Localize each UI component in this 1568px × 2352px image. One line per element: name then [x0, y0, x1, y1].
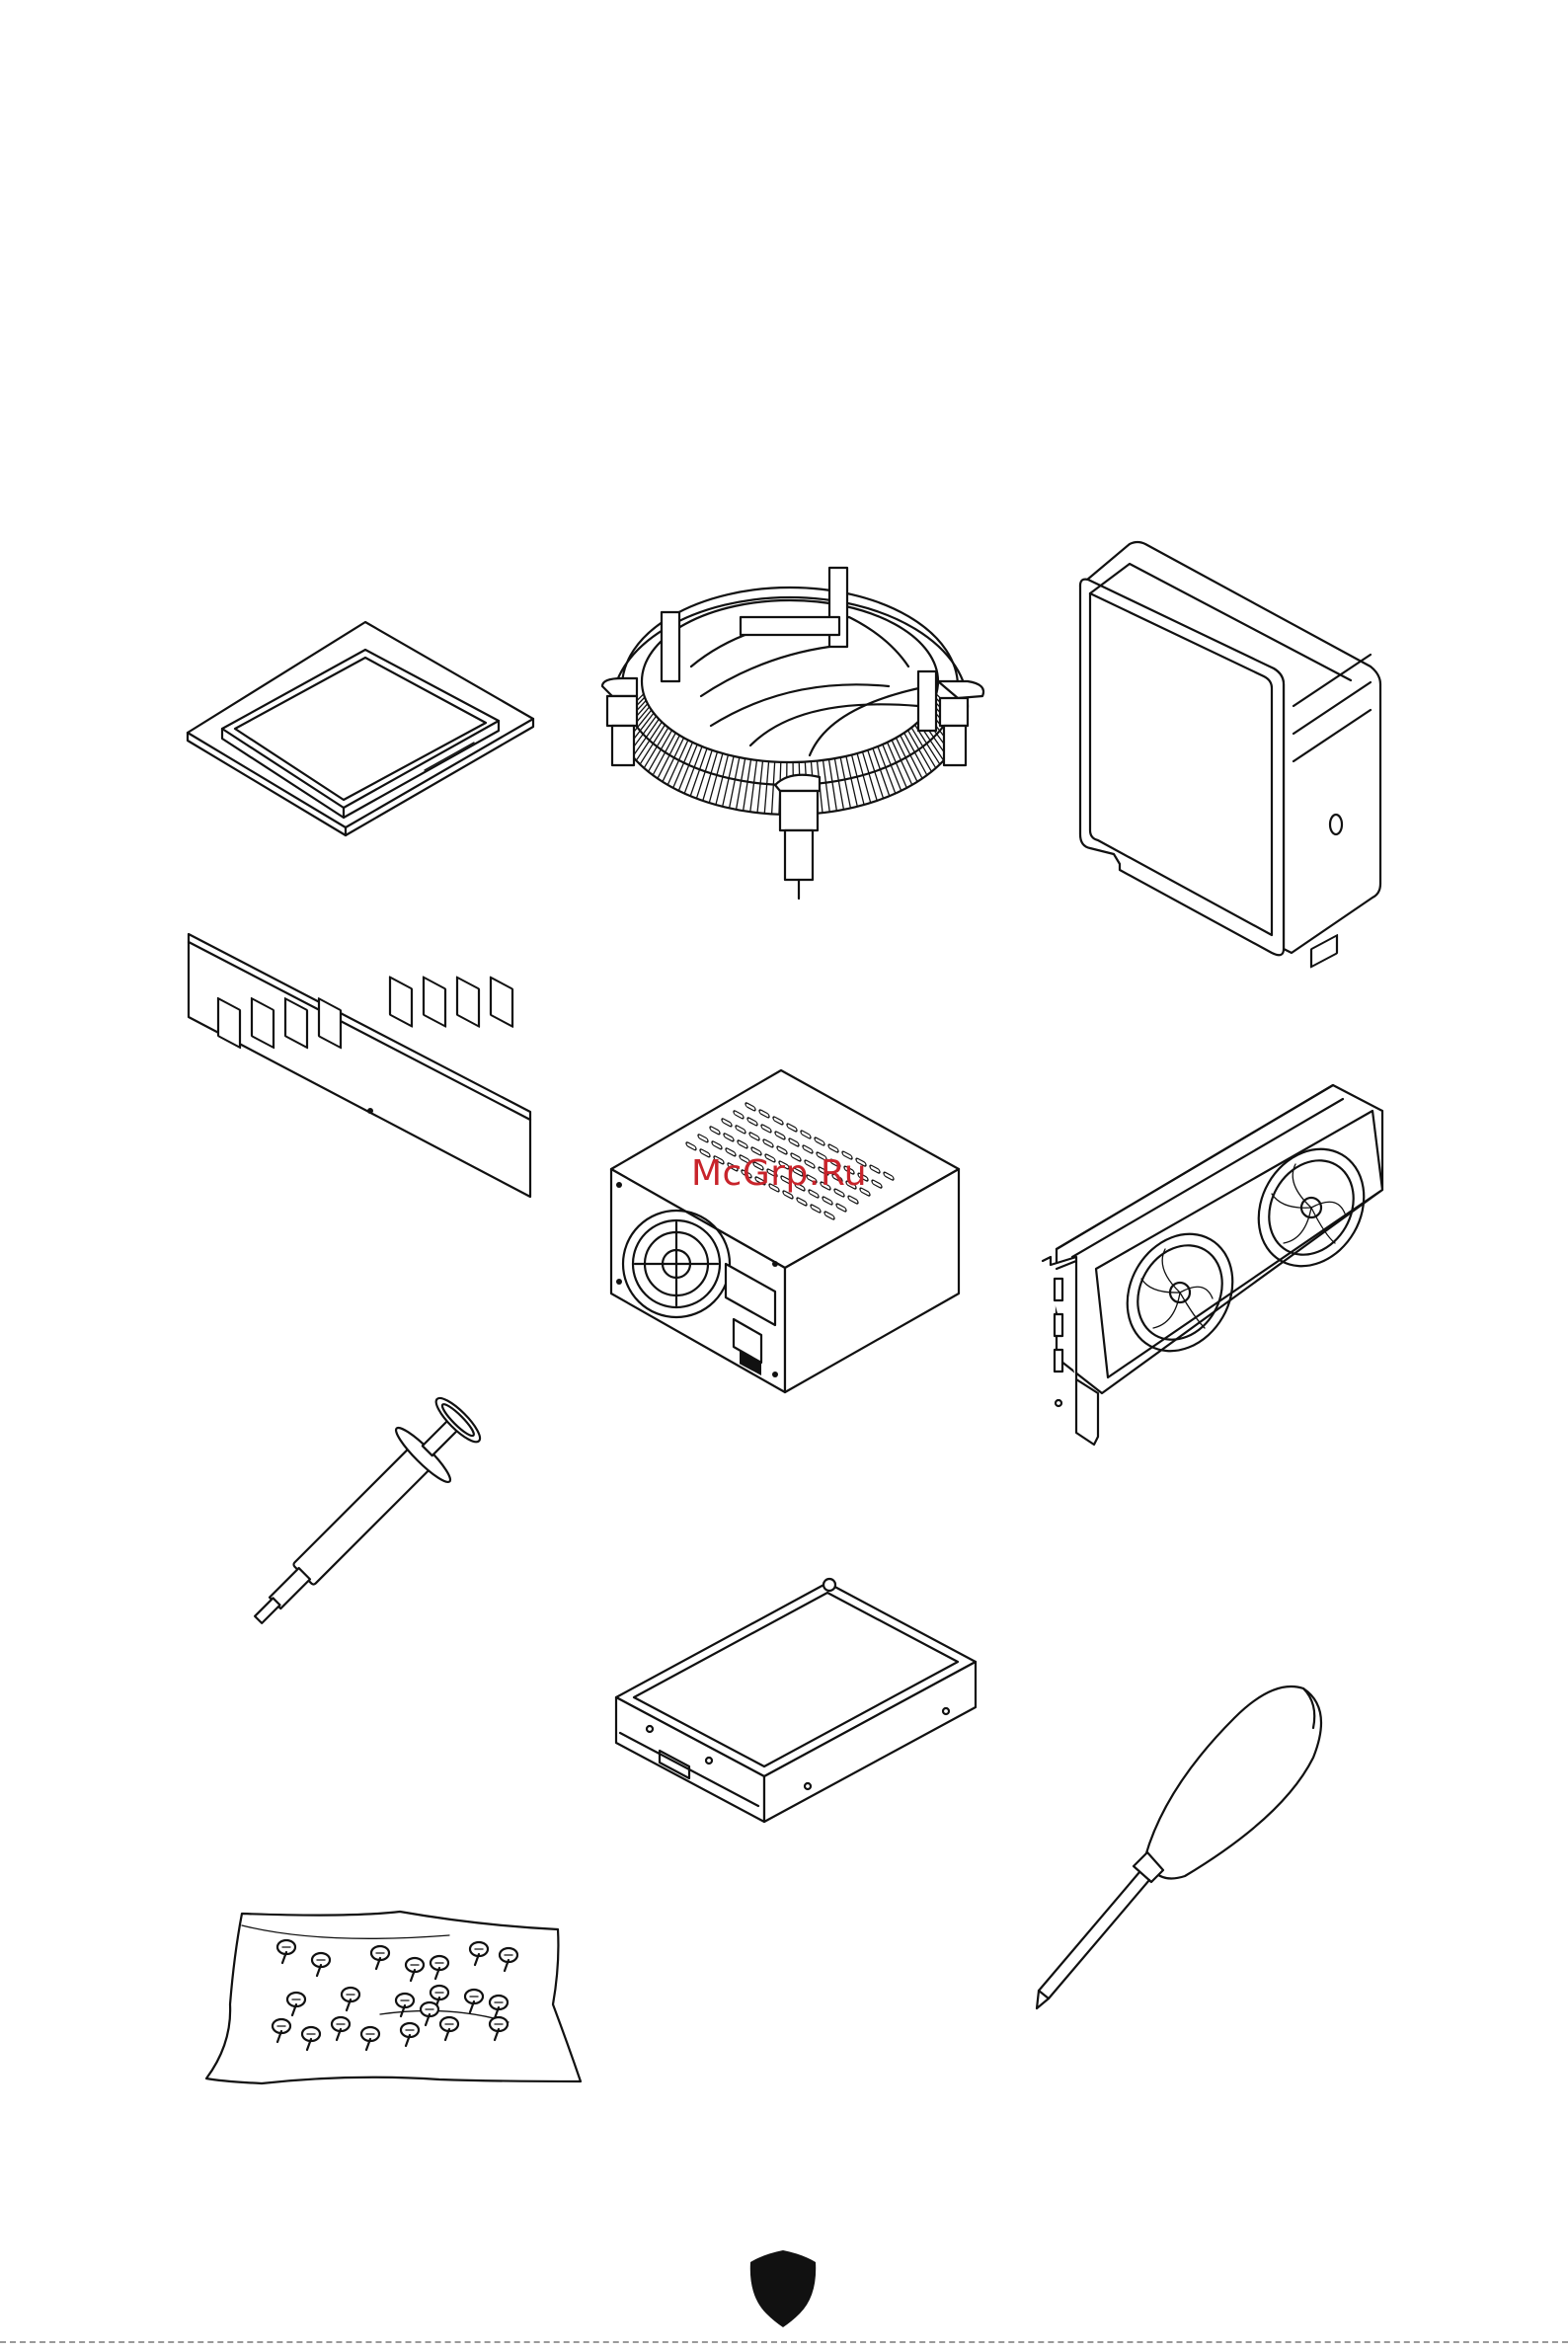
cpu-icon	[178, 612, 543, 839]
dram-icon	[183, 928, 538, 1205]
msi-dragon-shield-icon	[748, 2248, 818, 2329]
screwdriver-illustration	[1027, 1679, 1343, 2014]
hdd-icon	[610, 1575, 978, 1827]
computer-case-illustration	[1074, 538, 1390, 963]
cpu-fan-icon	[592, 558, 997, 903]
page-bottom-divider	[0, 2341, 1568, 2343]
psu-icon	[607, 1066, 963, 1397]
msi-dragon-shield-logo	[748, 2248, 818, 2333]
memory-module-illustration	[183, 928, 538, 1205]
graphics-card-icon	[1037, 1081, 1392, 1447]
screws-illustration	[202, 1906, 592, 2088]
chassis-icon	[1074, 538, 1390, 963]
graphics-card-illustration	[1037, 1081, 1392, 1447]
cpu-illustration	[178, 612, 543, 839]
thermal-paste-syringe-icon	[219, 1368, 506, 1664]
power-supply-illustration	[607, 1066, 963, 1397]
thermal-paste-illustration	[219, 1368, 506, 1664]
cpu-cooler-illustration	[592, 558, 997, 903]
memory-chips-right	[390, 978, 512, 1027]
screw-bag-icon	[202, 1906, 592, 2088]
hard-disk-drive-illustration	[610, 1575, 978, 1827]
phillips-screwdriver-icon	[1027, 1679, 1343, 2014]
watermark-text: McGrp.Ru	[691, 1153, 867, 1194]
